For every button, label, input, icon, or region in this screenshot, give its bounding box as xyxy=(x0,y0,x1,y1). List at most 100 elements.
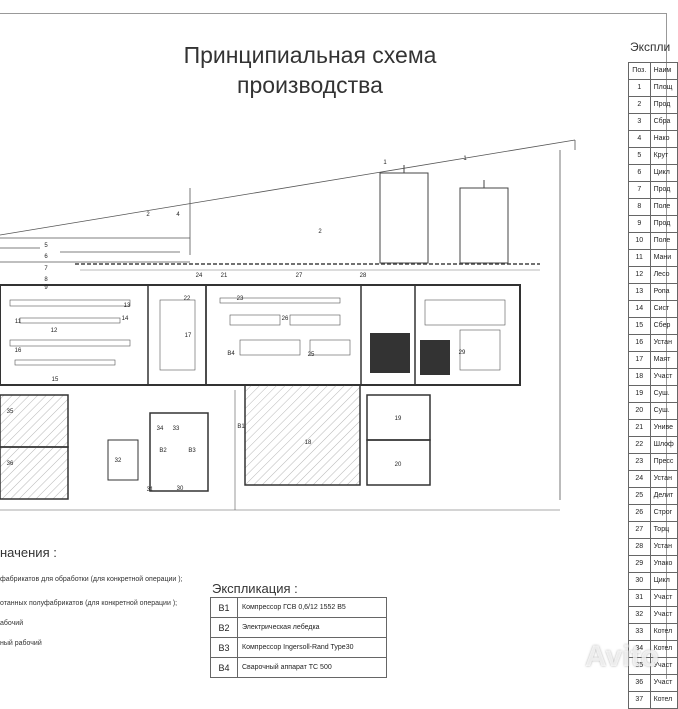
roof-outline xyxy=(0,139,576,500)
silo-2 xyxy=(459,187,509,264)
name-cell: Нако xyxy=(649,130,678,148)
name-cell: Маят xyxy=(649,351,678,369)
position-cell: 27 xyxy=(628,521,651,539)
legend-item-4: ный рабочий xyxy=(0,640,42,647)
label-24: 24 xyxy=(196,273,203,279)
label-1b: 1 xyxy=(463,156,467,162)
position-cell: 26 xyxy=(628,504,651,522)
position-cell: 33 xyxy=(628,623,651,641)
name-cell: Сист xyxy=(649,300,678,318)
position-cell: 10 xyxy=(628,232,651,250)
explication-title: Экспликация : xyxy=(212,581,298,596)
name-cell: Ропа xyxy=(649,283,678,301)
position-cell: 29 xyxy=(628,555,651,573)
position-cell: 20 xyxy=(628,402,651,420)
name-cell: Электрическая лебедка xyxy=(237,617,387,638)
label-27: 27 xyxy=(296,273,303,279)
label-8: 8 xyxy=(44,277,48,283)
label-33: 33 xyxy=(173,426,180,432)
name-cell: Суш. xyxy=(649,402,678,420)
label-b3: B3 xyxy=(188,448,196,454)
label-18: 18 xyxy=(305,440,312,446)
name-cell: Прод xyxy=(649,215,678,233)
position-cell: 21 xyxy=(628,419,651,437)
position-cell: 9 xyxy=(628,215,651,233)
name-cell: Мани xyxy=(649,249,678,267)
title-line-2: производства xyxy=(237,72,383,98)
position-cell: 37 xyxy=(628,691,651,709)
position-cell: 7 xyxy=(628,181,651,199)
dryer-hall xyxy=(244,384,361,486)
code-cell: B1 xyxy=(210,597,238,618)
name-cell: Шлоф xyxy=(649,436,678,454)
name-cell: Строг xyxy=(649,504,678,522)
label-2b: 2 xyxy=(318,229,322,235)
name-cell: Участ xyxy=(649,674,678,692)
label-1: 1 xyxy=(383,160,387,166)
label-23: 23 xyxy=(237,296,244,302)
label-4: 4 xyxy=(176,212,180,218)
position-cell: 3 xyxy=(628,113,651,131)
position-cell: 36 xyxy=(628,674,651,692)
position-cell: 1 xyxy=(628,79,651,97)
name-cell: Участ xyxy=(649,606,678,624)
label-22: 22 xyxy=(184,296,191,302)
code-cell: B4 xyxy=(210,657,238,678)
dryer-chamber-20 xyxy=(366,439,431,486)
name-cell: Поле xyxy=(649,232,678,250)
name-cell: Торц xyxy=(649,521,678,539)
label-14: 14 xyxy=(122,316,129,322)
position-cell: 25 xyxy=(628,487,651,505)
name-cell: Крут xyxy=(649,147,678,165)
name-cell: Сбра xyxy=(649,113,678,131)
name-cell: Лесо xyxy=(649,266,678,284)
position-cell: 14 xyxy=(628,300,651,318)
label-25: 25 xyxy=(308,352,315,358)
label-21: 21 xyxy=(221,273,228,279)
position-cell: 19 xyxy=(628,385,651,403)
position-cell: 13 xyxy=(628,283,651,301)
page-title: Принципиальная схема производства xyxy=(150,40,470,100)
label-9: 9 xyxy=(44,285,48,291)
position-cell: 12 xyxy=(628,266,651,284)
label-7: 7 xyxy=(44,266,48,272)
name-cell: Делит xyxy=(649,487,678,505)
code-cell: B2 xyxy=(210,617,238,638)
legend-item-2: отанных полуфабрикатов (для конкретной о… xyxy=(0,600,178,607)
name-cell: Цикл xyxy=(649,572,678,590)
position-cell: 15 xyxy=(628,317,651,335)
position-cell: 31 xyxy=(628,589,651,607)
name-cell: Прод xyxy=(649,181,678,199)
label-5: 5 xyxy=(44,243,48,249)
header-num: Поз. xyxy=(628,62,651,80)
position-cell: 11 xyxy=(628,249,651,267)
watermark-logo: Avito xyxy=(585,640,659,673)
label-2: 2 xyxy=(146,212,150,218)
position-cell: 6 xyxy=(628,164,651,182)
name-cell: Прод xyxy=(649,96,678,114)
